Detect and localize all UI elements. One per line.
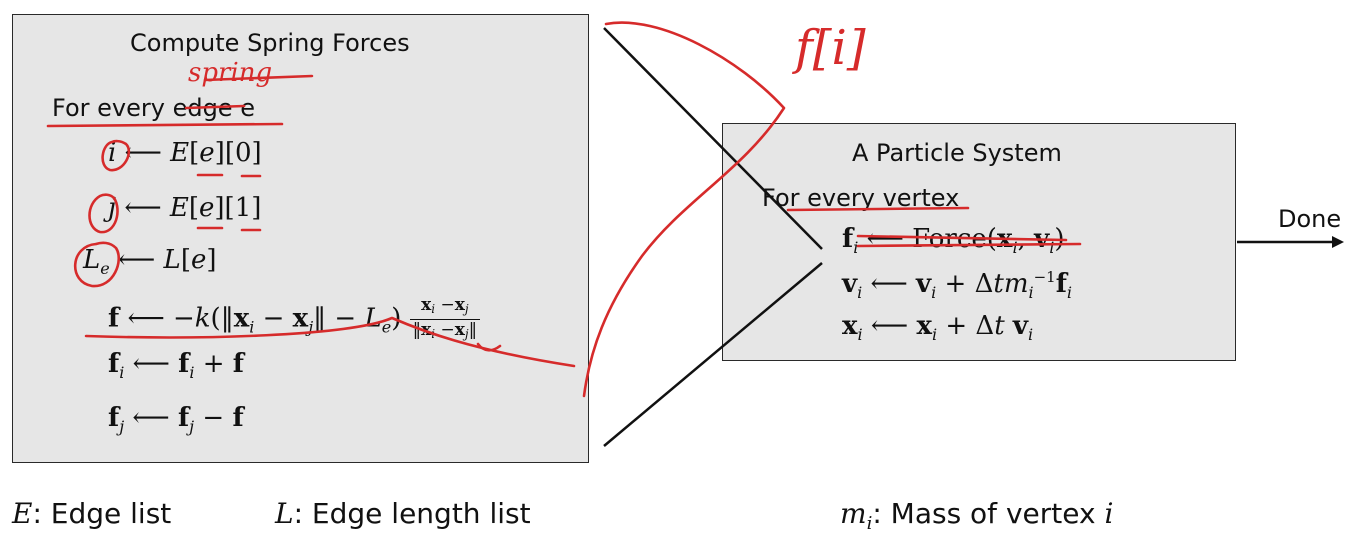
legend-m-symbol: m: [840, 497, 867, 530]
particle-box-title: A Particle System: [852, 139, 1062, 167]
vertex-loop-line: For every vertex: [762, 184, 960, 212]
formula-i: i ⟵ E[e][0]: [108, 138, 262, 168]
done-label: Done: [1278, 205, 1342, 233]
formula-position: xi ⟵ xi + Δt vi: [842, 311, 1034, 344]
legend-l-symbol: L: [275, 497, 294, 530]
legend-e-text: : Edge list: [32, 497, 172, 530]
edge-loop-line: For every edge e: [52, 94, 255, 122]
legend-mass: mi: Mass of vertex i: [840, 497, 1113, 534]
edge-loop-suffix: e: [232, 94, 255, 122]
formula-force: fi ⟵ Force(xi, vi): [842, 224, 1065, 257]
formula-le: Le ⟵ L[e]: [83, 245, 217, 278]
legend-edge-list: E: Edge list: [12, 497, 171, 530]
spring-forces-box: [12, 14, 589, 463]
legend-m-text: : Mass of vertex: [872, 497, 1105, 530]
legend-m-sub: i: [866, 513, 873, 534]
legend-l-text: : Edge length list: [293, 497, 531, 530]
unit-direction-fraction: xi −xj‖xi −xj‖: [409, 295, 481, 344]
annotation-spring: spring: [188, 58, 273, 88]
edge-loop-word: edge: [172, 94, 233, 122]
annotation-f-index: f[i]: [795, 20, 866, 76]
formula-j: j ⟵ E[e][1]: [108, 193, 262, 223]
formula-fj-update: fj ⟵ fj − f: [108, 403, 244, 436]
legend-edge-length-list: L: Edge length list: [275, 497, 531, 530]
legend-e-symbol: E: [12, 497, 33, 530]
formula-fi-update: fi ⟵ fi + f: [108, 349, 244, 382]
spring-box-title: Compute Spring Forces: [130, 29, 410, 57]
done-arrow-head: [1332, 236, 1344, 248]
formula-spring-force: f ⟵ −k(‖xi − xj‖ − Le) xi −xj‖xi −xj‖: [108, 295, 481, 344]
legend-m-var: i: [1104, 497, 1114, 530]
edge-loop-prefix: For every: [52, 94, 173, 122]
formula-velocity: vi ⟵ vi + Δtmi−1fi: [842, 268, 1073, 302]
